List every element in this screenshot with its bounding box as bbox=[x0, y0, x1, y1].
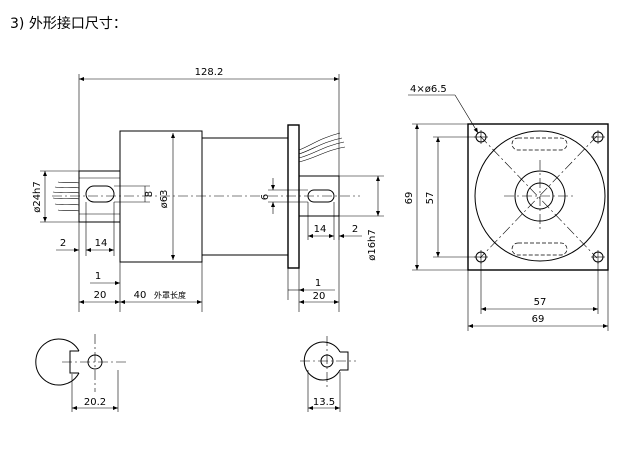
output-flange bbox=[287, 124, 300, 269]
input-wires bbox=[52, 181, 80, 212]
page-heading: 3) 外形接口尺寸： bbox=[10, 16, 127, 32]
dim-input-left-gap: 2 bbox=[60, 238, 66, 249]
dim-output-shaft-diameter: ø16h7 bbox=[367, 229, 378, 261]
top-slot bbox=[511, 137, 568, 151]
output-shaft bbox=[298, 175, 340, 217]
dim-input-key-width: 8 bbox=[144, 191, 155, 197]
dim-output-shaft-length: 20 bbox=[313, 291, 326, 302]
dim-output-key-length: 14 bbox=[314, 224, 327, 235]
dim-body-length-label: 外罩长度 bbox=[154, 290, 186, 300]
dim-flange-height-outer: 69 bbox=[404, 192, 415, 205]
flange-square bbox=[467, 123, 609, 271]
dim-flange-width-outer: 69 bbox=[532, 314, 545, 325]
flange-wires bbox=[298, 132, 346, 163]
dim-output-right-gap: 2 bbox=[352, 224, 358, 235]
output-keyway bbox=[307, 189, 335, 203]
dim-body-diameter: ø63 bbox=[159, 190, 170, 209]
dim-flange-width-inner: 57 bbox=[534, 297, 547, 308]
output-shaft-section bbox=[300, 336, 356, 390]
dim-holes: 4×ø6.5 bbox=[410, 84, 447, 95]
mounting-holes bbox=[474, 130, 605, 264]
dim-input-section: 20.2 bbox=[84, 397, 106, 408]
dim-input-key-length: 14 bbox=[95, 238, 108, 249]
bottom-slot bbox=[511, 242, 568, 256]
dim-flange-height-inner: 57 bbox=[425, 192, 436, 205]
front-view bbox=[467, 123, 609, 271]
dim-input-step: 1 bbox=[95, 271, 101, 282]
dim-input-shaft-diameter: ø24h7 bbox=[32, 181, 43, 213]
dim-output-key-width: 6 bbox=[260, 194, 271, 200]
dim-overall-length: 128.2 bbox=[195, 67, 224, 78]
input-keyway bbox=[85, 185, 115, 203]
dim-output-section: 13.5 bbox=[313, 397, 335, 408]
dim-input-shaft-length: 20 bbox=[94, 290, 107, 301]
side-view bbox=[52, 124, 360, 269]
reducer-housing bbox=[201, 137, 289, 256]
dim-body-length-value: 40 bbox=[134, 290, 147, 301]
input-shaft-section bbox=[35, 334, 128, 392]
dim-output-step: 1 bbox=[315, 278, 321, 289]
flange-boss-circle bbox=[474, 130, 606, 262]
